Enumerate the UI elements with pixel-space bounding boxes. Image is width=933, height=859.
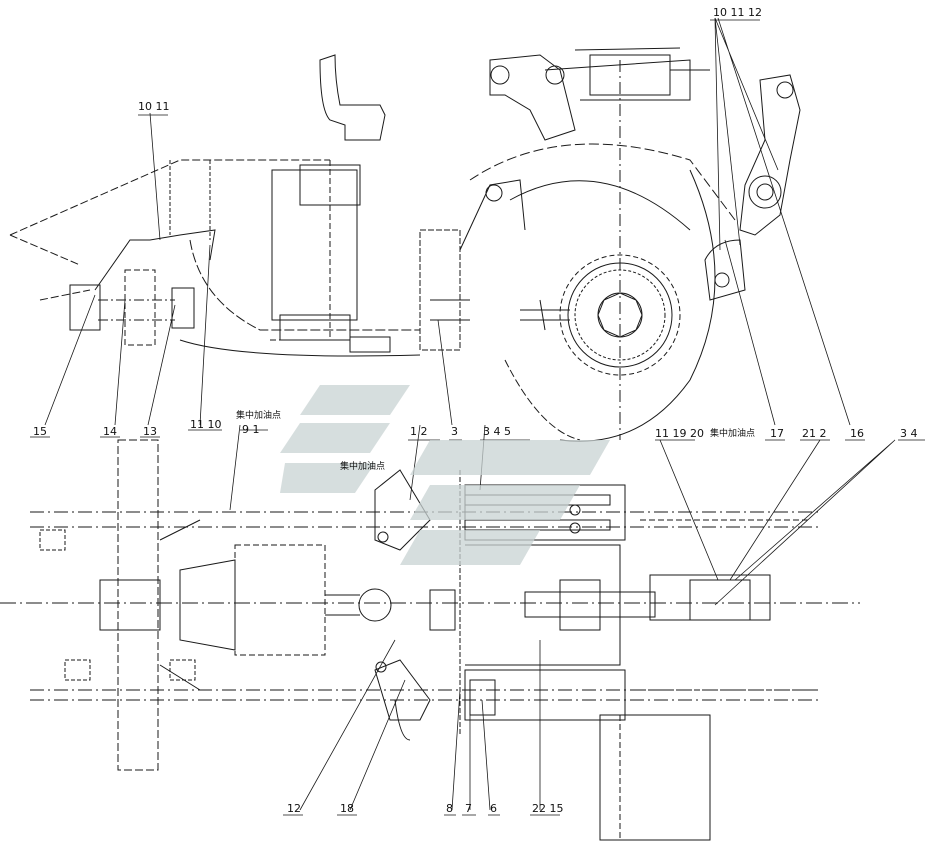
callout-9-1: 9 1 — [242, 423, 260, 436]
callout-7: 7 — [465, 802, 472, 815]
callout-21-2: 21 2 — [802, 427, 827, 440]
callout-16: 16 — [850, 427, 864, 440]
upper-frame-outline — [9, 159, 330, 301]
front-frame-lower — [464, 669, 626, 721]
front-hinge-lower — [374, 659, 431, 721]
operator-seat — [319, 54, 386, 141]
rear-lube-line — [94, 229, 216, 291]
callout-8: 8 — [446, 802, 453, 815]
callout-11-10: 11 10 — [190, 418, 222, 431]
callout-3-4: 3 4 — [900, 427, 918, 440]
callout-13: 13 — [143, 425, 157, 438]
rocker-link — [739, 74, 801, 236]
callout-10-11: 10 11 — [138, 100, 170, 113]
lube-point-label-rear: 集中加油点 — [236, 411, 282, 421]
callout-6: 6 — [490, 802, 497, 815]
callout-12: 12 — [287, 802, 301, 815]
rear-axle-housing — [69, 284, 101, 331]
callout-15: 15 — [33, 425, 47, 438]
lube-point-label-front: 集中加油点 — [710, 429, 756, 439]
callout-3: 3 — [451, 425, 458, 438]
tilt-cylinder — [589, 54, 671, 96]
callout-3-4-5: 3 4 5 — [483, 425, 511, 438]
bucket-arc — [469, 143, 736, 221]
callout-11-19-20: 11 19 20 — [655, 427, 704, 440]
rear-axle-hub — [124, 269, 156, 346]
rear-axle-plan — [117, 439, 159, 771]
manufacturer-watermark-logo — [280, 385, 610, 565]
front-wheel-hub-outer — [559, 254, 681, 376]
callout-17: 17 — [770, 427, 784, 440]
lube-point-label-hinge: 集中加油点 — [340, 462, 386, 472]
rear-axle-bracket — [171, 287, 195, 329]
callout-1-2: 1 2 — [410, 425, 428, 438]
cab-frame — [271, 169, 358, 321]
callout-10-11-12: 10 11 12 — [713, 6, 762, 19]
callout-22-15: 22 15 — [532, 802, 564, 815]
callout-18: 18 — [340, 802, 354, 815]
boom-arm — [489, 54, 576, 141]
front-hinge-upper — [374, 469, 431, 551]
callout-14: 14 — [103, 425, 117, 438]
boom-cylinder-plan — [524, 591, 656, 618]
